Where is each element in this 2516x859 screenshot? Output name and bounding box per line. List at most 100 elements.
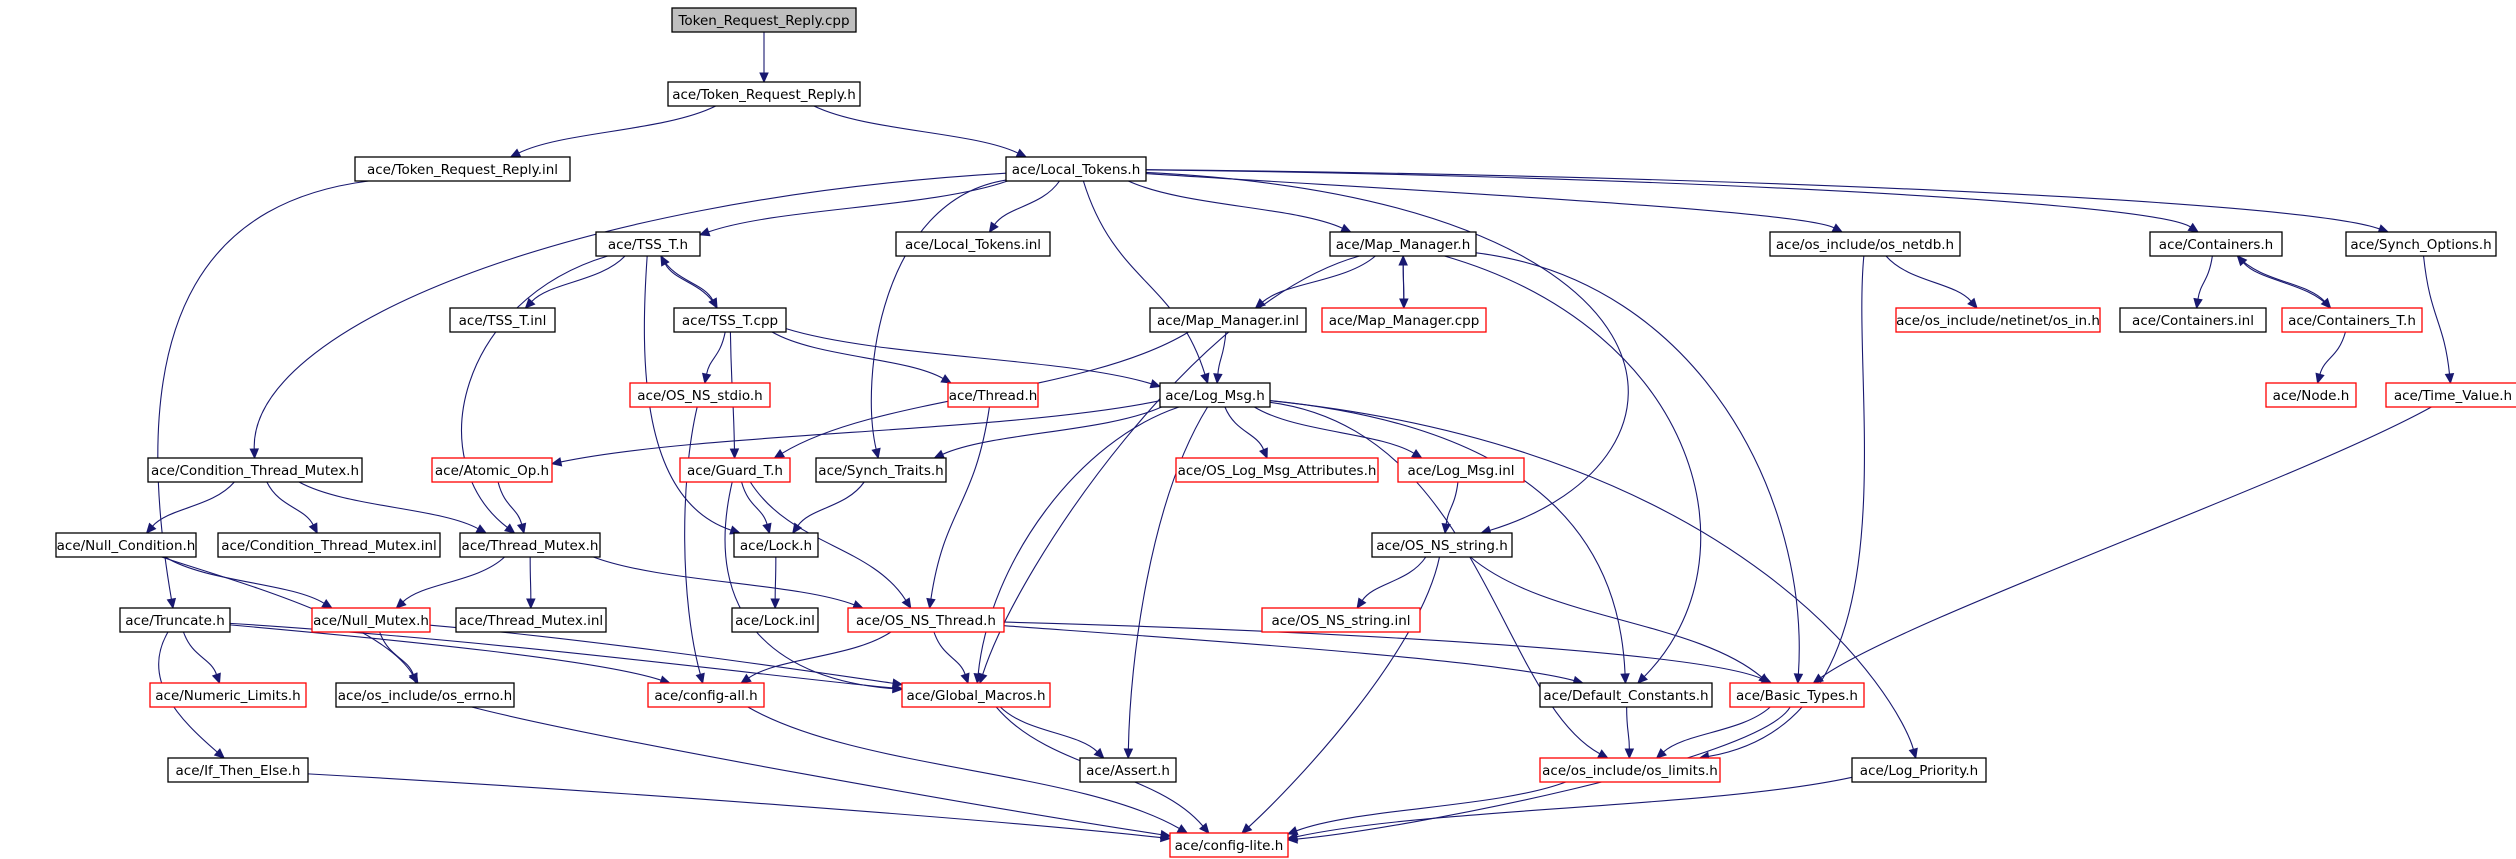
node-label: ace/Basic_Types.h (1736, 688, 1858, 704)
node-os-ns-thread[interactable]: ace/OS_NS_Thread.h (847, 607, 1005, 633)
node-label: ace/OS_NS_string.h (1376, 538, 1508, 554)
arrowhead-guard_t-to-lock_h (762, 522, 772, 535)
node-label: ace/Containers_T.h (2288, 313, 2416, 329)
node-os-netdb[interactable]: ace/os_include/os_netdb.h (1769, 231, 1961, 257)
node-containers-t[interactable]: ace/Containers_T.h (2281, 307, 2423, 333)
node-null-condition[interactable]: ace/Null_Condition.h (55, 532, 197, 558)
node-map-manager-h[interactable]: ace/Map_Manager.h (1329, 231, 1477, 257)
node-time-value[interactable]: ace/Time_Value.h (2385, 382, 2516, 408)
arrowhead-local_tokens-to-os_netdb (1831, 223, 1844, 233)
node-basic-types[interactable]: ace/Basic_Types.h (1729, 682, 1865, 708)
node-label: ace/Thread_Mutex.inl (459, 613, 603, 629)
edge-global_macros-to-assert_h (999, 706, 1098, 753)
node-trr-inl[interactable]: ace/Token_Request_Reply.inl (354, 156, 571, 182)
node-node-h[interactable]: ace/Node.h (2265, 382, 2357, 408)
node-thread-mutex-inl[interactable]: ace/Thread_Mutex.inl (455, 607, 607, 633)
node-label: ace/TSS_T.h (608, 237, 688, 253)
node-tss-t-inl[interactable]: ace/TSS_T.inl (449, 307, 556, 333)
node-box (1005, 156, 1147, 182)
arrowhead-null_mutex-to-os_errno (408, 672, 418, 685)
edge-log_msg_inl-to-os_ns_string_h (1445, 481, 1459, 525)
nodes-layer: Token_Request_Reply.cpp ace/Token_Request… (55, 7, 2516, 858)
arrowhead-trr_inl-to-truncate_h (166, 597, 177, 610)
node-containers-inl[interactable]: ace/Containers.inl (2119, 307, 2267, 333)
node-box (629, 382, 771, 408)
edge-local_tokens-to-os_ns_string_h (1145, 171, 1629, 531)
node-cond-thread-mutex-inl[interactable]: ace/Condition_Thread_Mutex.inl (217, 532, 441, 558)
node-log-priority[interactable]: ace/Log_Priority.h (1851, 757, 1987, 783)
arrowhead-map_manager_inl-to-guard_t (773, 448, 786, 459)
node-config-lite[interactable]: ace/config-lite.h (1169, 832, 1289, 858)
node-local-tokens[interactable]: ace/Local_Tokens.h (1005, 156, 1147, 182)
node-tss-t-h[interactable]: ace/TSS_T.h (595, 231, 701, 257)
edge-os_limits-to-config_lite (1296, 781, 1567, 832)
node-lock-h[interactable]: ace/Lock.h (733, 532, 819, 558)
arrowhead-thread_mutex_h-to-null_mutex (395, 598, 407, 609)
node-os-log-msg-attr[interactable]: ace/OS_Log_Msg_Attributes.h (1175, 457, 1379, 483)
node-local-tokens-inl[interactable]: ace/Local_Tokens.inl (895, 231, 1051, 257)
node-map-manager-inl[interactable]: ace/Map_Manager.inl (1149, 307, 1307, 333)
node-cond-thread-mutex[interactable]: ace/Condition_Thread_Mutex.h (147, 457, 363, 483)
node-box (1321, 307, 1487, 333)
node-label: ace/Token_Request_Reply.h (672, 87, 856, 103)
node-log-msg-inl[interactable]: ace/Log_Msg.inl (1397, 457, 1525, 483)
node-atomic-op[interactable]: ace/Atomic_Op.h (431, 457, 553, 483)
node-tss-t-cpp[interactable]: ace/TSS_T.cpp (673, 307, 787, 333)
node-if-then-else[interactable]: ace/If_Then_Else.h (167, 757, 309, 783)
edge-trr_h-to-trr_inl (518, 105, 717, 154)
node-map-manager-cpp[interactable]: ace/Map_Manager.cpp (1321, 307, 1487, 333)
node-os-errno[interactable]: ace/os_include/os_errno.h (335, 682, 515, 708)
arrowhead-trr_h-to-trr_inl (509, 148, 522, 158)
node-box (1149, 307, 1307, 333)
node-os-limits[interactable]: ace/os_include/os_limits.h (1539, 757, 1721, 783)
node-thread-h[interactable]: ace/Thread.h (947, 382, 1039, 408)
arrowhead-local_tokens-to-containers_h (2187, 222, 2200, 233)
node-null-mutex[interactable]: ace/Null_Mutex.h (311, 607, 431, 633)
node-label: Token_Request_Reply.cpp (677, 13, 849, 29)
edge-os_ns_string_h-to-config_lite (1248, 556, 1441, 828)
node-lock-inl[interactable]: ace/Lock.inl (731, 607, 819, 633)
edge-tss_t_h-to-lock_h (643, 255, 732, 531)
node-truncate-h[interactable]: ace/Truncate.h (119, 607, 231, 633)
node-os-ns-stdio[interactable]: ace/OS_NS_stdio.h (629, 382, 771, 408)
node-config-all[interactable]: ace/config-all.h (647, 682, 765, 708)
node-os-ns-string-inl[interactable]: ace/OS_NS_string.inl (1261, 607, 1421, 633)
node-label: ace/Lock.inl (735, 613, 815, 629)
node-box (147, 457, 363, 483)
edge-os_ns_thread-to-global_macros (933, 631, 966, 675)
node-box (1169, 832, 1289, 858)
node-guard-t[interactable]: ace/Guard_T.h (679, 457, 791, 483)
edge-containers_h-to-containers_t (2237, 255, 2325, 302)
node-label: ace/config-all.h (654, 688, 757, 704)
node-box (217, 532, 441, 558)
arrowhead-log_msg_h-to-os_limits (1597, 749, 1609, 759)
node-numeric-limits[interactable]: ace/Numeric_Limits.h (149, 682, 307, 708)
edge-null_mutex-to-os_errno (379, 631, 414, 675)
arrowhead-if_then_else-to-config_lite (1160, 832, 1172, 843)
node-box (119, 607, 231, 633)
edge-os_ns_thread-to-config_all (748, 631, 892, 679)
node-global-macros[interactable]: ace/Global_Macros.h (901, 682, 1051, 708)
node-trr-h[interactable]: ace/Token_Request_Reply.h (667, 81, 861, 107)
node-thread-mutex-h[interactable]: ace/Thread_Mutex.h (459, 532, 601, 558)
edge-synch_options-to-time_value (2422, 255, 2451, 375)
node-label: ace/Log_Priority.h (1860, 763, 1978, 779)
node-containers-h[interactable]: ace/Containers.h (2149, 231, 2283, 257)
node-box (167, 757, 309, 783)
node-os-ns-string-h[interactable]: ace/OS_NS_string.h (1371, 532, 1513, 558)
node-label: ace/Synch_Traits.h (818, 463, 943, 479)
edge-synch_traits-to-lock_h (797, 481, 865, 526)
edge-containers_t-to-containers_h (2243, 262, 2331, 309)
node-default-constants[interactable]: ace/Default_Constants.h (1539, 682, 1713, 708)
node-log-msg-h[interactable]: ace/Log_Msg.h (1159, 382, 1271, 408)
edge-os_ns_thread-to-basic_types (1003, 621, 1764, 680)
node-synch-options[interactable]: ace/Synch_Options.h (2345, 231, 2497, 257)
node-label: ace/Guard_T.h (687, 463, 783, 479)
node-label: ace/Global_Macros.h (906, 688, 1045, 704)
node-synch-traits[interactable]: ace/Synch_Traits.h (815, 457, 947, 483)
edge-local_tokens-to-tss_t_h (708, 180, 1008, 233)
node-assert-h[interactable]: ace/Assert.h (1079, 757, 1177, 783)
node-netinet-in[interactable]: ace/os_include/netinet/os_in.h (1895, 307, 2101, 333)
node-box (679, 457, 791, 483)
node-label: ace/OS_NS_Thread.h (856, 613, 996, 629)
